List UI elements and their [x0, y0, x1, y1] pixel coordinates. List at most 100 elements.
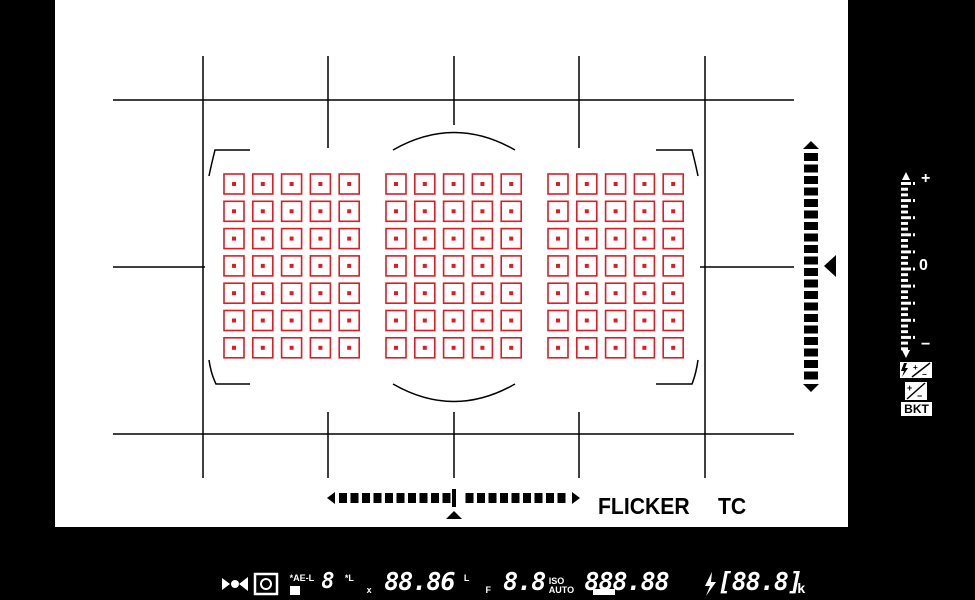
af-point — [500, 255, 523, 277]
scale-segment — [488, 493, 497, 503]
af-point-center — [613, 318, 618, 323]
af-point — [575, 200, 598, 223]
ev-ruler-dot — [913, 250, 915, 254]
af-point-center — [613, 182, 618, 186]
svg-text:+: + — [913, 363, 918, 372]
af-point-center — [347, 318, 352, 323]
af-point-center — [671, 182, 676, 186]
vscale-segment — [804, 210, 818, 219]
af-point-center — [480, 209, 485, 214]
af-point — [309, 255, 332, 277]
battery-icon — [593, 589, 615, 595]
focus-indicator-left-icon — [239, 577, 248, 591]
scale-segment — [557, 493, 566, 503]
af-point — [252, 227, 274, 250]
ev-ruler-tick — [901, 233, 911, 237]
scale-arrow-right-icon — [572, 492, 580, 504]
iso-label: ISO — [548, 576, 565, 586]
ev-ruler-tick — [901, 278, 908, 282]
af-point — [413, 173, 436, 195]
af-point — [309, 173, 332, 195]
spot-circle-arc-bottom — [392, 383, 516, 403]
af-point — [500, 336, 523, 359]
af-point-center — [642, 291, 647, 296]
af-point-center — [509, 182, 514, 186]
af-point — [471, 200, 494, 223]
af-point-center — [422, 318, 427, 323]
af-point-center — [260, 318, 265, 323]
vscale-segment — [804, 337, 818, 345]
vscale-segment — [804, 360, 818, 368]
vscale-segment — [804, 256, 818, 265]
af-point — [633, 173, 656, 195]
af-point-center — [671, 209, 676, 214]
af-point — [338, 282, 361, 305]
af-point-center — [480, 182, 485, 186]
ev-ruler-tick — [901, 182, 911, 185]
af-point — [413, 255, 436, 277]
af-point — [413, 227, 436, 250]
af-point — [280, 255, 303, 277]
scale-segment — [396, 493, 405, 503]
scale-segment — [546, 493, 554, 503]
af-point-center — [289, 263, 294, 268]
af-point — [280, 309, 303, 332]
af-point — [604, 309, 627, 332]
scale-center-mark — [452, 489, 456, 507]
af-point-center — [509, 291, 514, 296]
af-point-center — [394, 345, 398, 350]
af-point-center — [613, 209, 618, 214]
af-point-center — [347, 263, 352, 268]
af-point — [223, 173, 245, 195]
af-point — [471, 255, 494, 277]
vscale-pointer-icon — [824, 255, 836, 277]
af-point-center — [232, 291, 236, 296]
af-point — [575, 309, 598, 332]
af-point — [442, 309, 465, 332]
af-point — [385, 255, 407, 277]
af-point-center — [394, 318, 398, 323]
af-point — [338, 309, 361, 332]
af-point-center — [556, 209, 560, 214]
af-point — [442, 255, 465, 277]
af-point-center — [451, 345, 456, 350]
af-point-center — [318, 236, 323, 241]
scale-arrow-left-icon — [327, 492, 335, 504]
ev-ruler-tick — [901, 330, 908, 334]
ev-ruler-tick — [901, 261, 908, 265]
scale-segment — [419, 493, 428, 503]
af-point-center — [347, 291, 352, 296]
af-point-center — [584, 263, 589, 268]
f-number-marker: F — [485, 585, 491, 595]
vscale-segment — [804, 233, 818, 242]
af-point-center — [480, 236, 485, 241]
scale-segment — [385, 493, 393, 503]
af-point-center — [584, 318, 589, 323]
ev-ruler-tick — [901, 296, 908, 299]
scale-segment — [523, 493, 531, 503]
af-point — [604, 255, 627, 277]
ev-ruler-tick — [901, 204, 908, 208]
af-point-center — [451, 318, 456, 323]
remaining-shots-display: [88.8] — [717, 567, 803, 596]
af-point-center — [394, 291, 398, 296]
metering-icon-dot — [260, 578, 272, 590]
af-point — [633, 282, 656, 305]
af-point — [662, 255, 685, 277]
af-point-center — [260, 209, 265, 214]
ev-ruler-dot — [913, 233, 915, 237]
af-point — [575, 336, 598, 359]
af-point-center — [613, 345, 618, 350]
af-point — [662, 282, 685, 305]
vscale-segment — [804, 314, 818, 322]
af-point — [662, 173, 685, 195]
ev-ruler-tick — [901, 239, 908, 242]
af-point — [223, 227, 245, 250]
af-point-center — [347, 182, 352, 186]
af-point-center — [556, 318, 560, 323]
af-point — [223, 309, 245, 332]
af-point-center — [422, 236, 427, 241]
flicker-indicator: FLICKER — [598, 493, 690, 519]
af-point-center — [642, 263, 647, 268]
